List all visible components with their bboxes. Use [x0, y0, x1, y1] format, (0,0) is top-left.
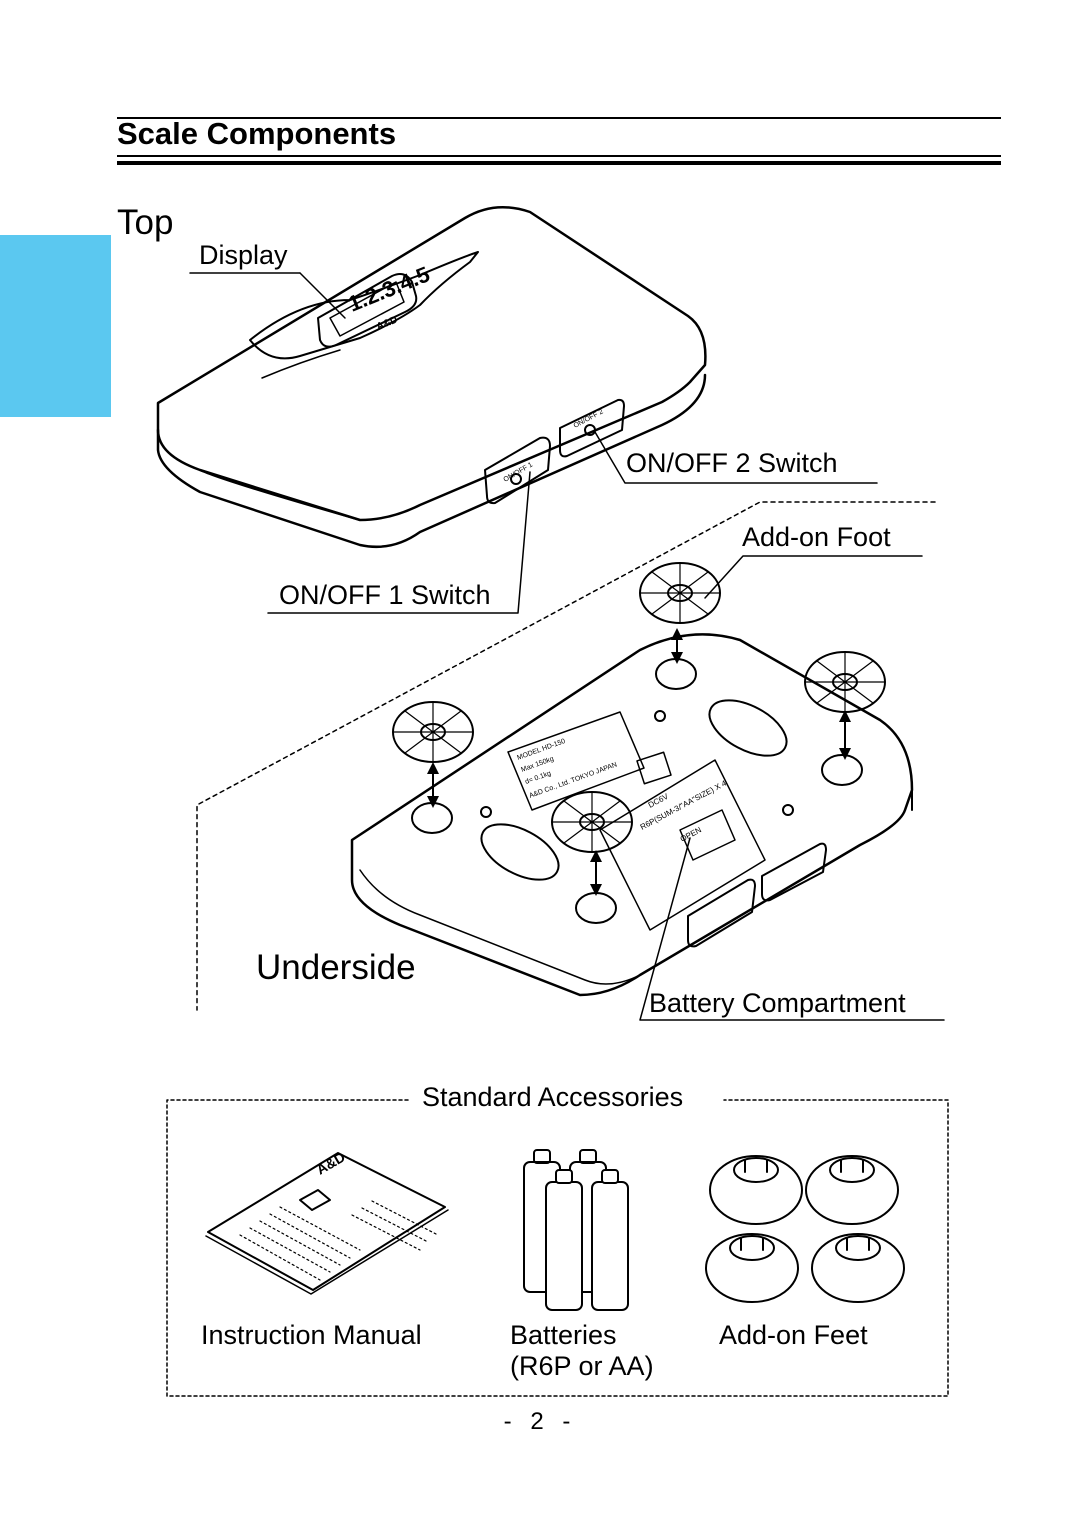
onoff-1-switch [484, 436, 551, 505]
onoff-2-switch [559, 398, 625, 458]
header-rule-bottom [117, 161, 1001, 165]
accessory-feet-label: Add-on Feet [719, 1320, 868, 1350]
accessory-batteries-sub: (R6P or AA) [510, 1351, 654, 1381]
section-tab [0, 235, 111, 417]
add-on-foot-4 [551, 791, 633, 853]
brand-logo: A&D [375, 314, 399, 332]
header-rule-mid [117, 155, 1001, 157]
header-rule-top [117, 117, 1001, 119]
accessories-heading: Standard Accessories [422, 1082, 684, 1112]
display-label: Display [199, 240, 288, 270]
scale-underside-body [350, 633, 914, 997]
add-on-foot-label: Add-on Foot [742, 522, 891, 552]
page-number: - 2 - [503, 1408, 577, 1435]
display-reading: 1.2.3.4.5 [345, 261, 434, 316]
model-plate-line-1: MODEL HD-150 [516, 738, 566, 762]
page-title: Scale Components [117, 116, 397, 151]
onoff2-label: ON/OFF 2 Switch [626, 448, 838, 478]
instruction-manual-illustration [205, 1152, 449, 1295]
batteries-illustration [523, 1149, 629, 1311]
add-on-feet-illustration [705, 1155, 905, 1303]
accessory-manual-label: Instruction Manual [201, 1320, 422, 1350]
underside-heading: Underside [256, 948, 416, 987]
scale-top-body [156, 206, 707, 549]
add-on-foot-1 [639, 562, 721, 624]
battery-cover-line-3: OPEN [679, 825, 703, 844]
add-on-foot-3 [392, 701, 474, 763]
top-view-heading: Top [117, 203, 174, 242]
manual-logo: A&D [314, 1149, 348, 1178]
onoff1-label: ON/OFF 1 Switch [279, 580, 491, 610]
accessory-batteries-label: Batteries [510, 1320, 617, 1350]
model-plate-line-3: d= 0.1kg [524, 770, 552, 786]
battery-compartment-label: Battery Compartment [649, 988, 906, 1018]
add-on-foot-2 [804, 651, 886, 713]
